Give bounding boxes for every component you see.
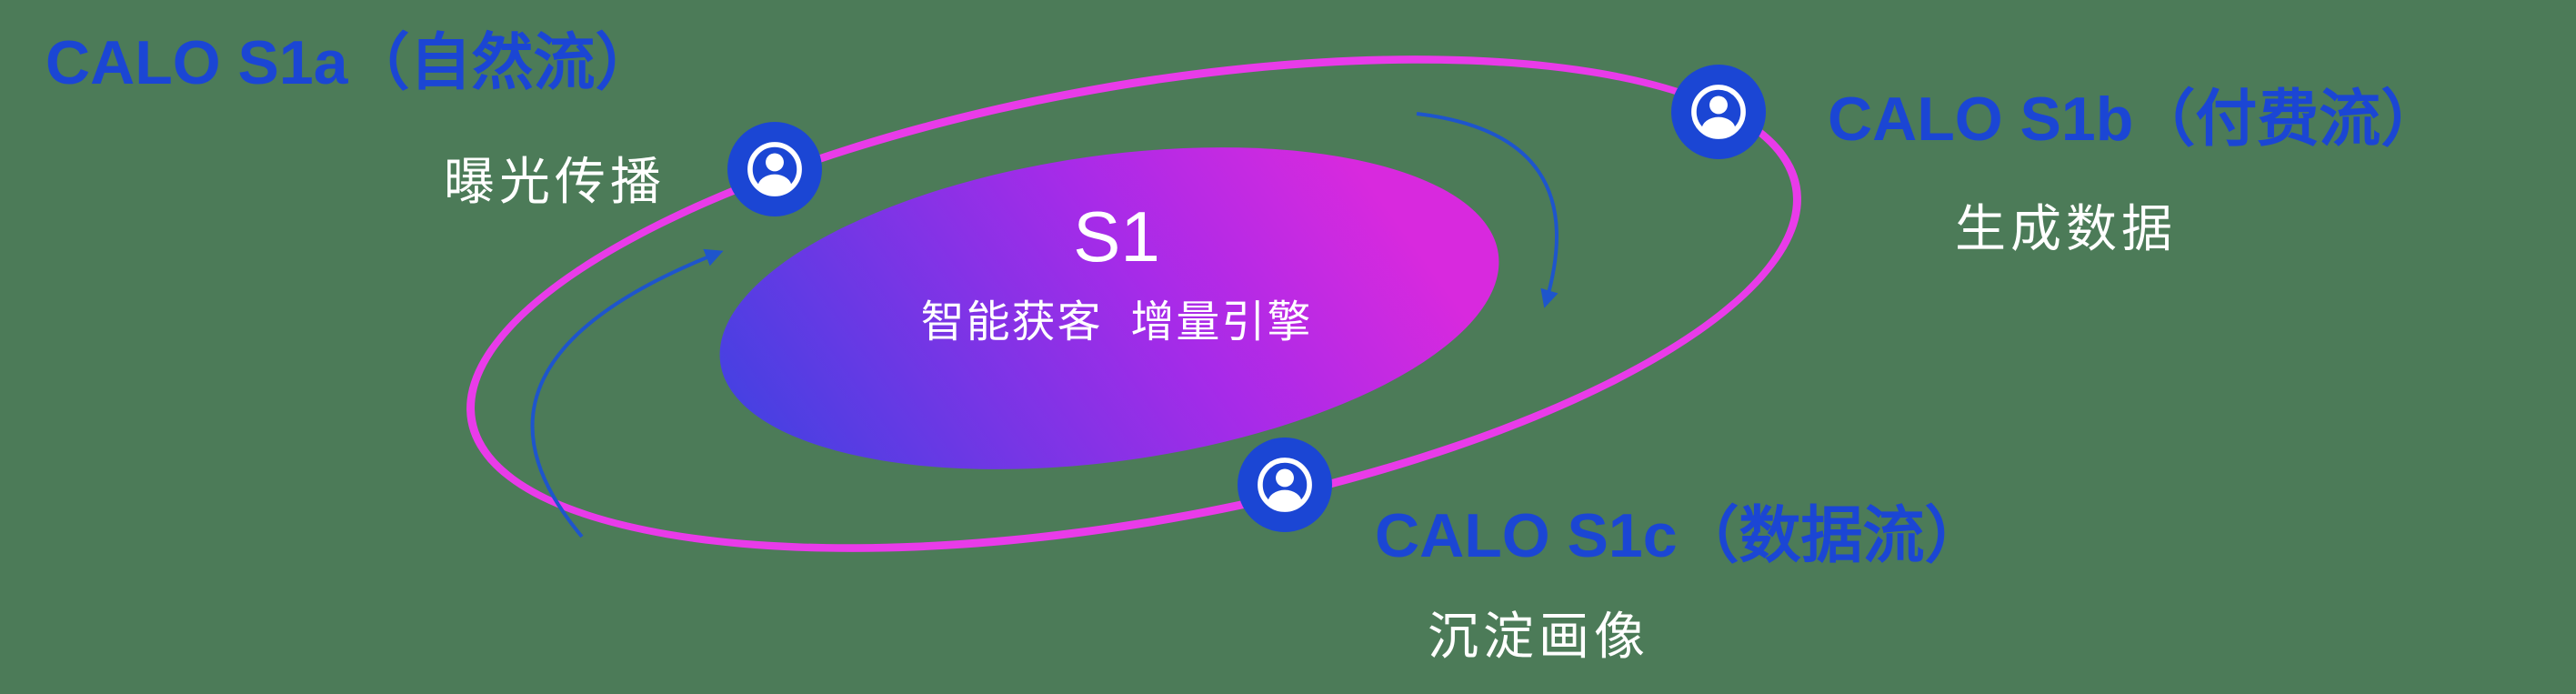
center-title: S1 xyxy=(1073,196,1160,277)
node-s1c-sublabel: 沉淀画像 xyxy=(1428,608,1649,665)
node-s1a-label: CALO S1a（自然流） xyxy=(45,28,657,97)
node-s1a-sublabel: 曝光传播 xyxy=(444,153,666,210)
node-s1b-sublabel: 生成数据 xyxy=(1955,200,2177,257)
user-badge-icon xyxy=(1671,65,1766,159)
node-s1c-label: CALO S1c（数据流） xyxy=(1375,501,1987,570)
user-badge-icon xyxy=(1238,438,1332,532)
center-text-block: S1 智能获客 增量引擎 xyxy=(817,196,1417,349)
center-subtitle: 智能获客 增量引擎 xyxy=(920,297,1313,347)
node-s1b-label: CALO S1b（付费流） xyxy=(1828,85,2443,154)
user-badge-icon xyxy=(727,122,822,216)
